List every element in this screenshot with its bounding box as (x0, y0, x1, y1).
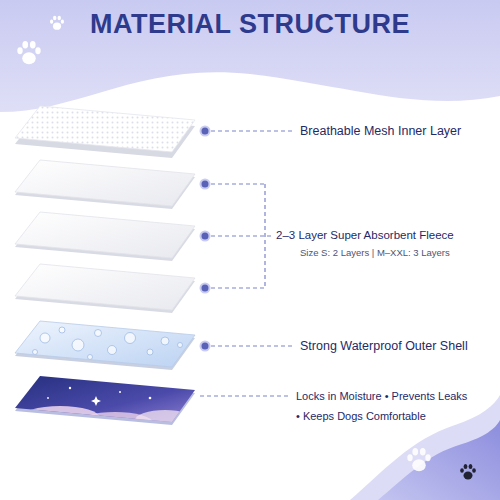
benefit-note: Locks in Moisture • Prevents Leaks (296, 390, 467, 403)
leader-line (211, 235, 271, 236)
outer-print-layer (15, 376, 195, 434)
leader-line (211, 130, 294, 131)
size-note: Size S: 2 Layers | M–XXL: 3 Layers (300, 248, 450, 259)
leader-dot (201, 284, 210, 293)
fleece-sheet (15, 264, 195, 310)
paw-icon (17, 41, 40, 64)
paw-icon (407, 448, 430, 471)
leader-line (211, 345, 294, 346)
benefit-note: • Keeps Dogs Comfortable (296, 410, 426, 423)
mesh-layer (15, 106, 195, 158)
waterproof-sheet (15, 321, 195, 367)
layer-label: Breathable Mesh Inner Layer (300, 124, 461, 138)
leader-line (211, 287, 265, 288)
fleece-layer (15, 160, 195, 209)
paw-icon (460, 464, 476, 480)
leader-dot (201, 127, 210, 136)
mesh-sheet (15, 106, 195, 152)
fleece-layer (15, 264, 195, 313)
leader-dot (201, 232, 210, 241)
leader-dot (201, 342, 210, 351)
layer-label: 2–3 Layer Super Absorbent Fleece (276, 229, 454, 242)
fleece-layer (15, 212, 195, 261)
fleece-sheet (15, 212, 195, 258)
wave-ground (0, 72, 500, 500)
fleece-sheet (15, 160, 195, 206)
leader-dot (201, 180, 210, 189)
leader-lines (200, 131, 294, 396)
paw-icon (50, 16, 64, 30)
water-drops (33, 327, 183, 360)
bracket-line (264, 184, 265, 288)
page-title: MATERIAL STRUCTURE (0, 9, 500, 40)
leader-line (211, 183, 265, 184)
leader-dots (201, 127, 210, 351)
corner-wave (378, 420, 500, 500)
leader-line (200, 395, 290, 396)
layer-label: Strong Waterproof Outer Shell (300, 339, 468, 353)
galaxy-print (20, 387, 195, 434)
waterproof-layer (15, 321, 195, 370)
